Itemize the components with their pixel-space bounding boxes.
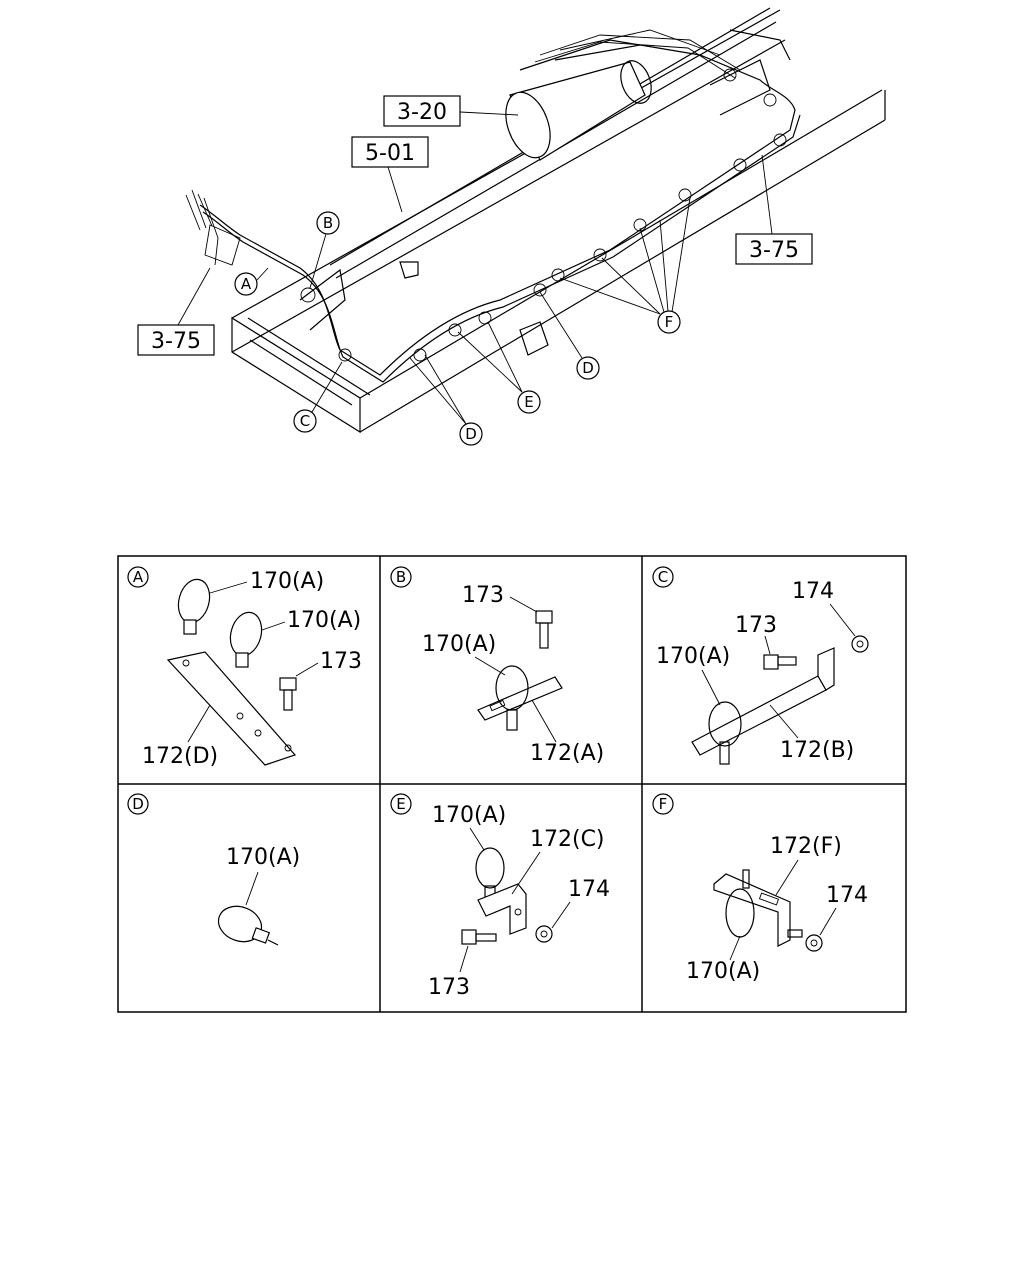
svg-text:170(A): 170(A)	[287, 608, 361, 633]
bracket-172c	[477, 883, 527, 935]
svg-text:172(C): 172(C)	[530, 827, 605, 852]
svg-text:E: E	[524, 393, 533, 411]
ref-box-3-20: 3-20	[383, 95, 519, 127]
svg-text:170(A): 170(A)	[656, 644, 730, 669]
svg-text:170(A): 170(A)	[686, 959, 760, 984]
detail-letter: B	[396, 568, 406, 586]
clamp-170a	[495, 665, 529, 731]
marker-f: F	[559, 197, 691, 334]
svg-text:B: B	[323, 214, 333, 232]
svg-text:170(A): 170(A)	[250, 569, 324, 594]
bolt-stud	[787, 929, 803, 938]
clamp-170a	[217, 905, 279, 946]
marker-c: C	[293, 361, 343, 433]
bolt-173	[279, 677, 297, 711]
pipe-clips	[300, 68, 787, 362]
detail-f: F 172(F) 174 170(A)	[652, 793, 868, 984]
chassis-view: 3-20 5-01 3-75 3-75 A B	[137, 7, 886, 446]
marker-e: E	[457, 321, 541, 414]
clamp-170a	[177, 578, 211, 635]
svg-text:A: A	[241, 275, 252, 293]
bolt-173	[763, 654, 797, 670]
brake-pipes	[185, 29, 801, 383]
detail-letter: A	[133, 568, 144, 586]
svg-text:D: D	[465, 425, 477, 443]
marker-a: A	[234, 267, 269, 296]
svg-text:170(A): 170(A)	[226, 845, 300, 870]
svg-text:174: 174	[568, 877, 610, 902]
detail-letter: C	[658, 568, 668, 586]
detail-grid	[117, 555, 907, 1013]
detail-a: A 170(A) 170(A) 173 172(D)	[127, 566, 362, 769]
svg-text:173: 173	[428, 975, 470, 1000]
svg-text:170(A): 170(A)	[432, 803, 506, 828]
ref-box-3-75-right: 3-75	[735, 154, 813, 265]
bolt-173	[461, 929, 497, 945]
detail-d: D 170(A)	[127, 793, 300, 946]
svg-text:172(F): 172(F)	[770, 834, 842, 859]
svg-text:173: 173	[735, 613, 777, 638]
bracket-172d	[166, 651, 297, 766]
svg-text:172(A): 172(A)	[530, 741, 604, 766]
marker-d-upper: D	[539, 291, 600, 380]
bracket-172f	[713, 869, 791, 947]
svg-text:170(A): 170(A)	[422, 632, 496, 657]
ref-label: 3-75	[151, 329, 201, 354]
bracket-172b	[691, 647, 835, 756]
svg-text:F: F	[665, 313, 674, 331]
ref-label: 3-75	[749, 238, 799, 263]
svg-text:174: 174	[826, 883, 868, 908]
ref-label: 3-20	[397, 100, 447, 125]
svg-text:173: 173	[462, 583, 504, 608]
svg-text:C: C	[300, 412, 310, 430]
detail-c: C 174 173 170(A) 172(B)	[652, 566, 869, 765]
detail-b: B 173 170(A) 172(A)	[390, 566, 604, 766]
marker-b: B	[309, 211, 340, 289]
bolt-173	[535, 610, 553, 649]
nut-174	[805, 934, 823, 952]
detail-letter: F	[659, 795, 668, 813]
air-tank	[505, 44, 652, 161]
nut-174	[851, 635, 869, 653]
svg-text:172(D): 172(D)	[142, 744, 218, 769]
svg-text:172(B): 172(B)	[780, 738, 854, 763]
detail-letter: E	[396, 795, 405, 813]
detail-e: E 170(A) 172(C) 174 173	[390, 793, 610, 1000]
ref-label: 5-01	[365, 141, 415, 166]
ref-box-3-75-left: 3-75	[137, 267, 215, 356]
clamp-170a	[708, 701, 742, 765]
clamp-170a	[229, 611, 263, 668]
svg-text:D: D	[582, 359, 594, 377]
detail-letter: D	[132, 795, 144, 813]
ref-box-5-01: 5-01	[351, 136, 429, 213]
marker-d-lower: D	[409, 354, 483, 446]
svg-text:174: 174	[792, 579, 834, 604]
nut-174	[535, 925, 553, 943]
svg-text:173: 173	[320, 649, 362, 674]
bracket-172a	[477, 676, 563, 721]
